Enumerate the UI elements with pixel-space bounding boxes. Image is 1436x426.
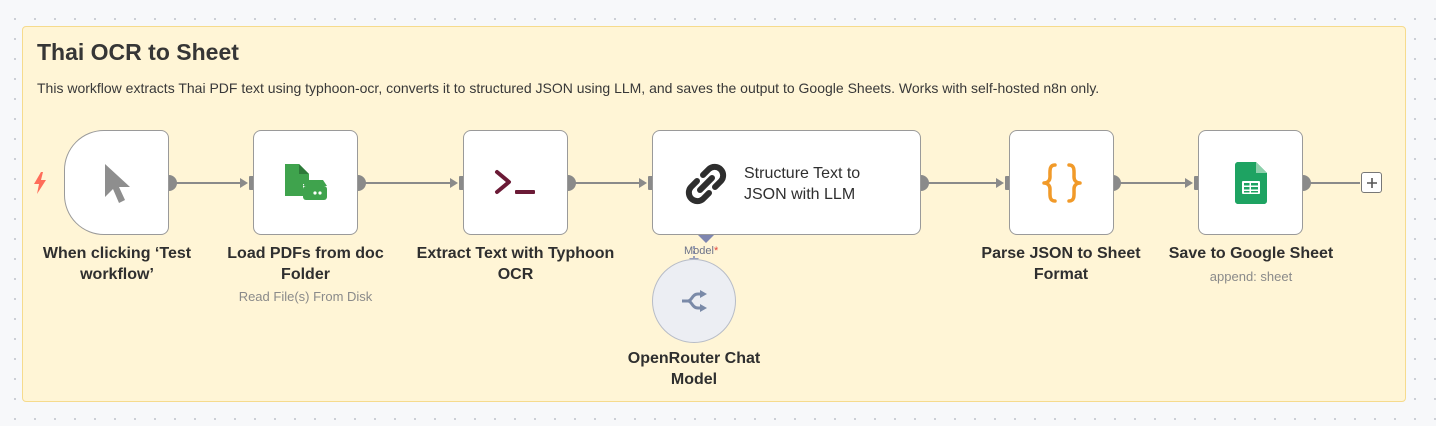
node-subtitle-read-files: Read File(s) From Disk [238,289,373,304]
chain-link-icon [683,161,729,207]
node-manual-trigger[interactable] [64,130,169,235]
trigger-bolt-icon [33,172,47,199]
node-extract-text[interactable] [463,130,568,235]
node-openrouter-model[interactable] [652,259,736,343]
node-subtitle-google-sheets: append: sheet [1209,269,1293,284]
add-node-button[interactable] [1361,172,1382,193]
arrow-head-5 [996,178,1004,188]
arrow-head-4 [639,178,647,188]
node-read-files[interactable] [253,130,358,235]
pointer-icon [99,161,135,205]
model-port-label: Model* [684,245,719,257]
node-google-sheets[interactable] [1198,130,1303,235]
terminal-icon [493,168,539,198]
google-sheets-icon [1234,161,1267,204]
node-label-google-sheets: Save to Google Sheet [1168,245,1334,262]
sticky-description: This workflow extracts Thai PDF text usi… [37,80,1100,96]
arrow-head-6 [1185,178,1193,188]
curly-braces-icon [1040,161,1084,205]
node-parse-json[interactable] [1009,130,1114,235]
openrouter-icon [680,289,708,313]
arrow-head-3 [450,178,458,188]
file-disk-icon [283,162,329,204]
sticky-title: Thai OCR to Sheet [37,39,239,65]
plus-icon [1366,177,1377,188]
arrow-head-2 [240,178,248,188]
